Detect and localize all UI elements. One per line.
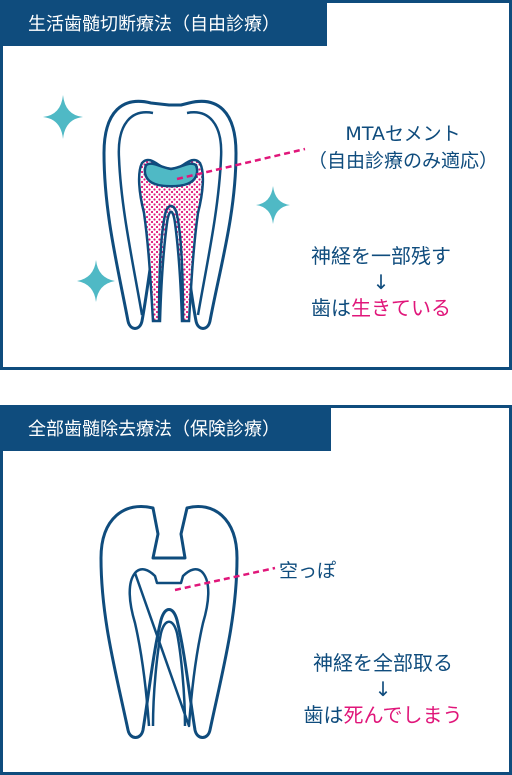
pulpectomy-panel: 全部歯髄除去療法（保険診療） 空っぽ 神経を全部取る ↓ 歯は死んでしまう — [0, 405, 512, 775]
down-arrow-icon: ↓ — [372, 270, 390, 294]
vital-result-line2: 歯は生きている — [311, 296, 451, 320]
vital-result: 神経を一部残す ↓ 歯は生きている — [281, 243, 481, 321]
empty-tooth-illustration — [99, 505, 276, 739]
mta-label-line1: MTAセメント — [345, 123, 461, 145]
mta-label: MTAセメント （自由診療のみ適応） — [303, 119, 503, 173]
vital-pulpotomy-title: 生活歯髄切断療法（自由診療） — [0, 0, 327, 46]
down-arrow-icon: ↓ — [374, 677, 392, 701]
vital-pulpotomy-panel: 生活歯髄切断療法（自由診療） MTAセメント （自由診療のみ適応） 神経を一部 — [0, 0, 512, 370]
empty-label: 空っぽ — [279, 560, 337, 582]
empty-result-line1: 神経を全部取る — [313, 651, 453, 675]
mta-pointer-line — [176, 147, 306, 181]
sparkle-icon — [256, 186, 290, 224]
vital-tooth-illustration — [43, 95, 306, 330]
vital-result-highlight: 生きている — [351, 296, 451, 320]
vital-result-line1: 神経を一部残す — [311, 244, 451, 268]
empty-result: 神経を全部取る ↓ 歯は死んでしまう — [283, 650, 483, 728]
sparkle-icon — [43, 95, 83, 139]
pulpectomy-title: 全部歯髄除去療法（保険診療） — [0, 405, 331, 451]
empty-pointer-line — [174, 566, 276, 592]
mta-cement — [143, 162, 199, 188]
mta-label-line2: （自由診療のみ適応） — [307, 150, 498, 172]
empty-result-line2: 歯は死んでしまう — [303, 703, 463, 727]
empty-result-highlight: 死んでしまう — [343, 703, 463, 727]
sparkle-icon — [77, 260, 115, 302]
empty-pulp-chamber — [128, 568, 210, 728]
